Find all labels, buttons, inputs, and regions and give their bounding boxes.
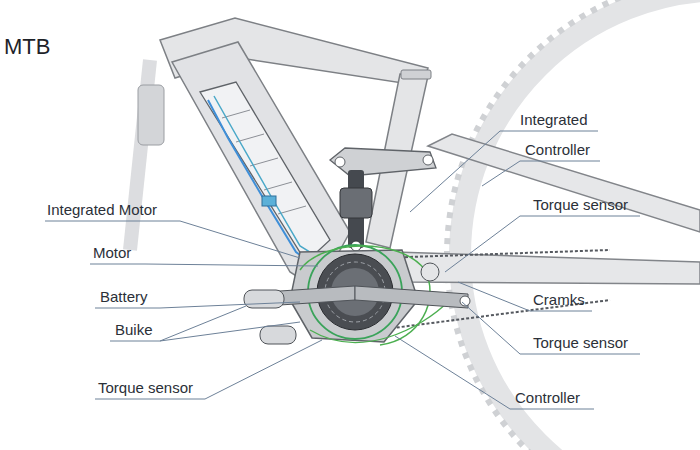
shock-reservoir bbox=[340, 188, 372, 218]
crank-arm bbox=[355, 286, 468, 308]
rear-tire bbox=[460, 0, 700, 450]
part-label: Integrated bbox=[520, 111, 588, 129]
tire-knobs bbox=[447, 0, 700, 450]
part-label: Torque sensor bbox=[533, 334, 628, 352]
pivot bbox=[423, 155, 433, 165]
leader-line bbox=[110, 306, 246, 341]
part-label: Motor bbox=[93, 244, 131, 262]
part-label: Controller bbox=[515, 389, 580, 407]
fork-crown bbox=[138, 85, 164, 145]
part-label: Controller bbox=[525, 141, 590, 159]
battery-cell bbox=[250, 158, 278, 166]
part-label: Cramks bbox=[533, 291, 585, 309]
part-label: Torque sensor bbox=[533, 196, 628, 214]
seatstay bbox=[428, 134, 700, 232]
rear-pivot bbox=[421, 263, 439, 281]
battery-pack bbox=[200, 82, 330, 262]
chain bbox=[380, 250, 610, 258]
leader-line bbox=[90, 264, 318, 266]
leader-line bbox=[482, 161, 600, 186]
leader-line bbox=[95, 340, 322, 399]
seat-collar bbox=[401, 70, 431, 79]
part-label: Buike bbox=[115, 321, 153, 339]
battery-cell bbox=[236, 134, 264, 142]
pedal bbox=[244, 290, 284, 308]
battery-cell bbox=[264, 182, 292, 190]
battery-cell bbox=[278, 206, 306, 214]
leader-line bbox=[445, 216, 640, 272]
connector-block bbox=[262, 196, 276, 206]
green-wire bbox=[310, 300, 450, 342]
leader-line bbox=[462, 302, 640, 354]
pivot bbox=[335, 157, 345, 167]
leader-line bbox=[160, 322, 300, 341]
rocker-link bbox=[330, 148, 436, 176]
leader-line bbox=[458, 282, 592, 311]
pedal bbox=[260, 326, 296, 344]
diagram-title: MTB bbox=[4, 34, 50, 60]
part-label: Integrated Motor bbox=[47, 201, 157, 219]
part-label: Battery bbox=[100, 288, 148, 306]
leader-line bbox=[45, 221, 300, 258]
part-label: Torque sensor bbox=[98, 379, 193, 397]
